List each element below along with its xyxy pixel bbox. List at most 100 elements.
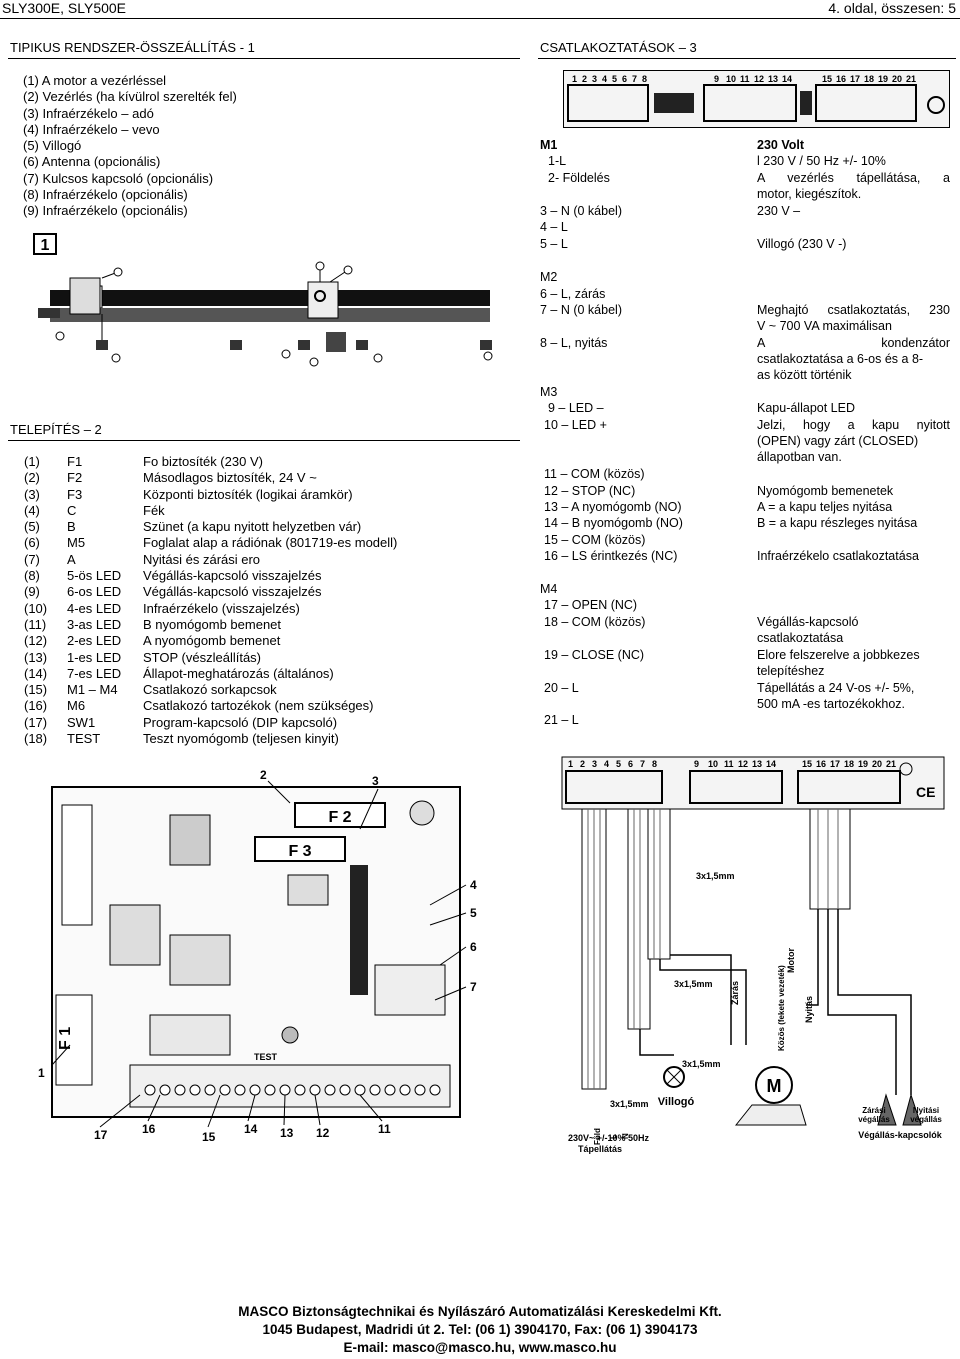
list-item: (2) Vezérlés (ha kívülrol szerelték fel) bbox=[23, 89, 237, 105]
m4-row2-right-b: csatlakoztatása bbox=[757, 631, 844, 645]
m2-row1-left: 6 – L, zárás bbox=[540, 287, 606, 301]
gate-system-diagram: 1 bbox=[33, 233, 493, 367]
callout-4: 4 bbox=[470, 878, 477, 892]
m3-row3-left: 11 – COM (közös) bbox=[544, 467, 645, 481]
callout-7: 7 bbox=[470, 980, 477, 994]
svg-text:13: 13 bbox=[768, 74, 778, 84]
m4-row4-left: 20 – L bbox=[544, 681, 579, 695]
section3-title: CSATLAKOZTATÁSOK – 3 bbox=[540, 40, 697, 55]
cable-label-4: 3x1,5mm bbox=[610, 1099, 649, 1109]
ls-caption: Végállás-kapcsolók bbox=[858, 1130, 943, 1140]
list-item: (5) Villogó bbox=[23, 138, 82, 154]
m3-row2-right-c: állapotban van. bbox=[757, 450, 842, 464]
ls-opening-b: végállás bbox=[910, 1115, 942, 1124]
m1-row2-right-a: A vezérlés tápellátása, a bbox=[757, 171, 950, 185]
svg-text:15: 15 bbox=[802, 759, 812, 769]
m2-row3-left: 8 – L, nyitás bbox=[540, 336, 608, 350]
callout-11: 11 bbox=[378, 1122, 391, 1136]
svg-text:19: 19 bbox=[858, 759, 868, 769]
svg-text:5: 5 bbox=[616, 759, 621, 769]
m2-row2-right-a: Meghajtó csatlakoztatás, 230 bbox=[757, 303, 950, 317]
callout-5: 5 bbox=[470, 906, 477, 920]
svg-text:19: 19 bbox=[878, 74, 888, 84]
svg-text:15: 15 bbox=[822, 74, 832, 84]
label-motor: Motor bbox=[786, 948, 796, 973]
m1-row1-left: 1-L bbox=[548, 154, 567, 168]
m3-row6-right: B = a kapu részleges nyitása bbox=[757, 516, 918, 530]
callout-16: 16 bbox=[142, 1122, 156, 1136]
cable-label-2: 3x1,5mm bbox=[674, 979, 713, 989]
m3-row4-right: Nyomógomb bemenetek bbox=[757, 484, 894, 498]
callout-13: 13 bbox=[280, 1126, 294, 1140]
svg-text:9: 9 bbox=[714, 74, 719, 84]
svg-text:17: 17 bbox=[850, 74, 860, 84]
svg-text:18: 18 bbox=[864, 74, 874, 84]
m4-row5-left: 21 – L bbox=[544, 713, 579, 727]
limit-switch-closing-icon bbox=[877, 1093, 897, 1126]
m1-row3-left: 3 – N (0 kábel) bbox=[540, 204, 622, 218]
control-board-diagram: F 2 F 3 F 1 TEST 1 2 3 4 5 6 7 11 12 13 … bbox=[38, 768, 477, 1144]
section2-title: TELEPÍTÉS – 2 bbox=[10, 422, 102, 437]
m3-row1-right: Kapu-állapot LED bbox=[757, 401, 855, 415]
section1-list: (1) A motor a vezérléssel (2) Vezérlés (… bbox=[23, 73, 237, 220]
label-n: N bbox=[621, 1133, 630, 1139]
svg-text:21: 21 bbox=[886, 759, 896, 769]
list-item: (3) Infraérzékelo – adó bbox=[23, 105, 154, 121]
m4-row2-right-a: Végállás-kapcsoló bbox=[757, 615, 859, 629]
label-fold: Föld bbox=[593, 1128, 602, 1145]
fuse-f2-label: F 2 bbox=[328, 809, 351, 826]
m3-row7-left: 15 – COM (közös) bbox=[544, 533, 646, 547]
limit-switch-opening-icon bbox=[902, 1093, 922, 1126]
connections-list: M1 230 Volt 1-L l 230 V / 50 Hz +/- 10% … bbox=[540, 138, 950, 727]
svg-text:17: 17 bbox=[830, 759, 840, 769]
supply-label-a: 230V~ +/-10% 50Hz bbox=[568, 1133, 650, 1143]
list-item: (4) Infraérzékelo – vevo bbox=[23, 121, 160, 137]
svg-text:6: 6 bbox=[622, 74, 627, 84]
svg-text:7: 7 bbox=[640, 759, 645, 769]
motor-icon bbox=[755, 1066, 793, 1104]
svg-text:3: 3 bbox=[592, 759, 597, 769]
svg-text:6: 6 bbox=[628, 759, 633, 769]
actuator-icon bbox=[734, 1104, 807, 1126]
label-villogo: Villogó bbox=[658, 1096, 695, 1108]
svg-text:8: 8 bbox=[642, 74, 647, 84]
header-right: 4. oldal, összesen: 5 bbox=[828, 0, 956, 16]
svg-text:11: 11 bbox=[740, 74, 750, 84]
callout-12: 12 bbox=[316, 1126, 330, 1140]
list-item: (6) Antenna (opcionális) bbox=[23, 154, 161, 170]
svg-text:10: 10 bbox=[726, 74, 736, 84]
section2-rule bbox=[8, 440, 520, 441]
svg-text:16: 16 bbox=[836, 74, 846, 84]
footer-line2: 1045 Budapest, Madridi út 2. Tel: (06 1)… bbox=[262, 1322, 698, 1337]
svg-text:14: 14 bbox=[782, 74, 792, 84]
label-kozos: Közös (fekete vezeték) bbox=[777, 965, 786, 1051]
svg-text:13: 13 bbox=[752, 759, 762, 769]
svg-text:14: 14 bbox=[766, 759, 776, 769]
callout-17: 17 bbox=[94, 1128, 108, 1142]
m1-row2-right-b: motor, kiegészítok. bbox=[757, 187, 862, 201]
callout-1: 1 bbox=[38, 1066, 45, 1080]
svg-text:9: 9 bbox=[694, 759, 699, 769]
m3-label: M3 bbox=[540, 385, 558, 399]
m3-row8-left: 16 – LS érintkezés (NC) bbox=[544, 549, 678, 563]
callout-15: 15 bbox=[202, 1130, 216, 1144]
svg-text:4: 4 bbox=[602, 74, 607, 84]
label-l: L bbox=[609, 1134, 618, 1139]
m2-row3-right-a: A kondenzátor bbox=[757, 336, 950, 350]
svg-text:7: 7 bbox=[632, 74, 637, 84]
svg-text:16: 16 bbox=[816, 759, 826, 769]
list-item: (1) A motor a vezérléssel bbox=[23, 73, 167, 88]
m2-label: M2 bbox=[540, 270, 558, 284]
svg-text:1: 1 bbox=[572, 74, 577, 84]
m1-row5-left: 5 – L bbox=[540, 237, 568, 251]
